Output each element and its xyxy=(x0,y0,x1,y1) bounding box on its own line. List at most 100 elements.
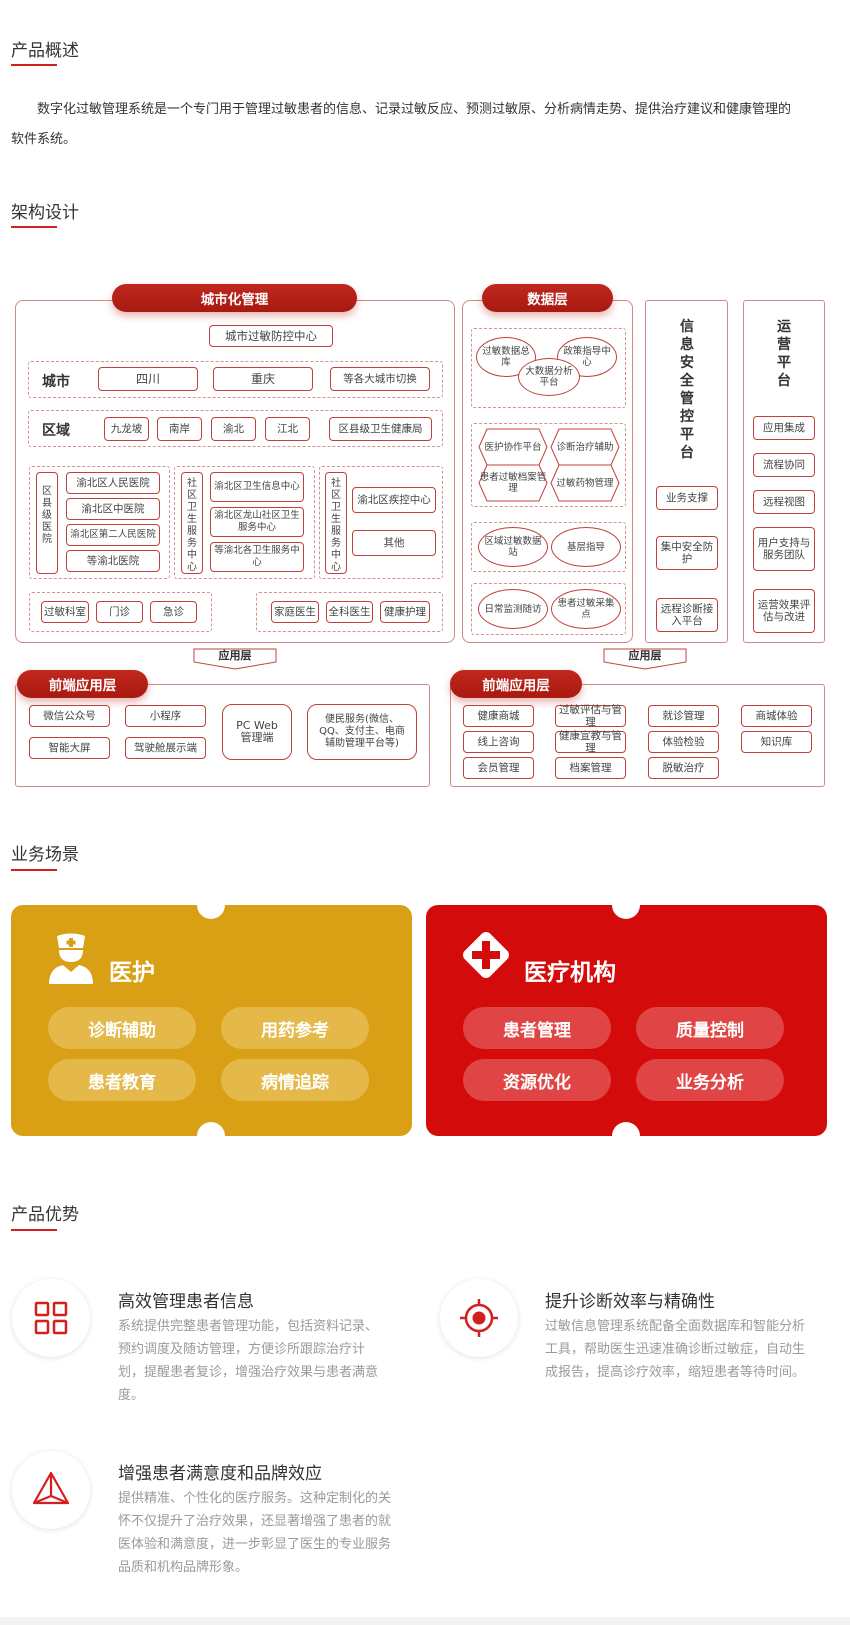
city-management-panel xyxy=(15,300,455,643)
chip-condition-tracking[interactable]: 病情追踪 xyxy=(221,1059,369,1101)
community-center-3: 等渝北各卫生服务中心 xyxy=(210,542,304,572)
scenario-card-nursing: 医护 诊断辅助 用药参考 患者教育 病情追踪 xyxy=(11,891,412,1150)
card-notch-top xyxy=(197,891,225,919)
hex-diagnosis-assist: 诊断治疗辅助 xyxy=(550,428,620,466)
oval-bigdata-platform: 大数据分析平台 xyxy=(518,358,580,396)
dept-outpatient: 门诊 xyxy=(96,601,143,623)
overview-text: 数字化过敏管理系统是一个专门用于管理过敏患者的信息、记录过敏反应、预测过敏原、分… xyxy=(11,102,792,147)
app-layer-right: 应用层 xyxy=(603,648,687,670)
community-group xyxy=(174,466,315,579)
region-row-label: 区域 xyxy=(42,423,70,439)
data-hex-group xyxy=(471,423,626,507)
community-label-2: 社区卫生服务中心 xyxy=(331,478,341,573)
dept-emergency: 急诊 xyxy=(150,601,197,623)
advantages-title-underline xyxy=(11,1229,57,1231)
advantage-1-text: 系统提供完整患者管理功能，包括资料记录、预约调度及随访管理，方便诊所跟踪治疗计划… xyxy=(118,1319,379,1403)
city-chongqing: 重庆 xyxy=(213,367,313,391)
city-sichuan: 四川 xyxy=(98,367,198,391)
scenarios-title-underline xyxy=(11,869,57,871)
frontend-cockpit: 驾驶舱展示端 xyxy=(125,737,206,759)
frontend-wechat: 微信公众号 xyxy=(29,705,110,727)
security-remote-diagnosis: 远程诊断接入平台 xyxy=(656,598,718,632)
oval-grassroots-guide: 基层指导 xyxy=(551,527,621,567)
data-mid-group xyxy=(471,522,626,572)
region-nanan: 南岸 xyxy=(157,417,202,441)
app-layer-left: 应用层 xyxy=(193,648,277,670)
community-label: 社区卫生服务中心 xyxy=(187,478,197,573)
oval-regional-station: 区域过敏数据站 xyxy=(478,527,548,567)
advantage-1-title: 高效管理患者信息 xyxy=(118,1292,254,1312)
chip-resource-optimize[interactable]: 资源优化 xyxy=(463,1059,611,1101)
scenario-card-institution: 医疗机构 患者管理 质量控制 资源优化 业务分析 xyxy=(426,891,827,1150)
hospital-level-label: 区县级医院 xyxy=(42,486,52,545)
scenarios-title: 业务场景 xyxy=(11,845,79,865)
chip-business-analysis[interactable]: 业务分析 xyxy=(636,1059,784,1101)
cdc-yubei: 渝北区疾控中心 xyxy=(352,487,436,513)
security-platform-title: 信息安全管控平台 xyxy=(680,319,694,461)
advantages-title: 产品优势 xyxy=(11,1205,79,1225)
region-health-bureau: 区县级卫生健康局 xyxy=(329,417,432,441)
overview-title: 产品概述 xyxy=(11,41,79,61)
hospital-1: 渝北区人民医院 xyxy=(66,472,160,494)
cdc-group xyxy=(319,466,443,579)
nurse-icon xyxy=(49,933,93,984)
hospital-3: 渝北区第二人民医院 xyxy=(66,524,160,546)
region-jiulongpo: 九龙坡 xyxy=(104,417,149,441)
grid-icon xyxy=(34,1301,68,1335)
ops-evaluation: 运营效果评估与改进 xyxy=(753,589,815,633)
oval-allergy-database: 过敏数据总库 xyxy=(476,337,536,377)
fr-desensitization: 脱敏治疗 xyxy=(648,757,719,779)
fr-visit-mgmt: 就诊管理 xyxy=(648,705,719,727)
community-label-box xyxy=(181,472,203,574)
chip-quality-control[interactable]: 质量控制 xyxy=(636,1007,784,1049)
security-business-support: 业务支撑 xyxy=(656,486,718,510)
hospital-level-box xyxy=(36,472,58,574)
medical-cross-icon xyxy=(463,932,509,978)
fr-member-mgmt: 会员管理 xyxy=(463,757,534,779)
hospital-group xyxy=(29,466,170,579)
fr-allergy-assessment: 过敏评估与管理 xyxy=(555,704,626,728)
cdc-other: 其他 xyxy=(352,530,436,556)
operations-platform-title: 运营平台 xyxy=(777,319,791,389)
card-notch-top xyxy=(612,891,640,919)
ops-process-collab: 流程协同 xyxy=(753,453,815,477)
community-label-2-box xyxy=(325,472,347,574)
fr-mall-experience: 商城体验 xyxy=(741,705,812,727)
advantage-3-title: 增强患者满意度和品牌效应 xyxy=(118,1464,322,1484)
frontend-left-tab: 前端应用层 xyxy=(17,670,148,698)
frontend-pc-web: PC Web管理端 xyxy=(222,704,292,760)
advantage-1-icon-circle xyxy=(12,1279,90,1357)
nursing-card-title: 医护 xyxy=(109,960,155,986)
security-central-protection: 集中安全防护 xyxy=(656,536,718,570)
oval-daily-monitoring: 日常监测随访 xyxy=(478,589,548,629)
department-group xyxy=(29,592,212,632)
city-row xyxy=(28,361,443,398)
chip-patient-mgmt[interactable]: 患者管理 xyxy=(463,1007,611,1049)
advantage-3-text: 提供精准、个性化的医疗服务。这种定制化的关怀不仅提升了治疗效果，还显著增强了患者… xyxy=(118,1491,392,1575)
region-yubei: 渝北 xyxy=(211,417,256,441)
frontend-right-tab: 前端应用层 xyxy=(450,670,582,698)
data-top-group xyxy=(471,328,626,408)
chip-medication-ref[interactable]: 用药参考 xyxy=(221,1007,369,1049)
fr-online-consult: 线上咨询 xyxy=(463,731,534,753)
prism-icon xyxy=(32,1471,70,1505)
chip-patient-education[interactable]: 患者教育 xyxy=(48,1059,196,1101)
dept-allergy: 过敏科室 xyxy=(41,601,89,623)
frontend-miniprogram: 小程序 xyxy=(125,705,206,727)
architecture-title-underline xyxy=(11,226,57,228)
oval-collection-point: 患者过敏采集点 xyxy=(551,589,621,629)
page-footer-strip xyxy=(0,1617,850,1625)
hospital-2: 渝北区中医院 xyxy=(66,498,160,520)
community-center-1: 渝北区卫生信息中心 xyxy=(210,472,304,502)
city-allergy-center: 城市过敏防控中心 xyxy=(209,325,333,347)
architecture-title: 架构设计 xyxy=(11,203,79,223)
hex-patient-records: 患者过敏档案管理 xyxy=(478,464,548,502)
advantage-3-icon-circle xyxy=(12,1451,90,1529)
card-notch-bottom xyxy=(612,1122,640,1150)
region-row xyxy=(28,410,443,447)
ops-user-support: 用户支持与服务团队 xyxy=(753,527,815,571)
city-management-tab: 城市化管理 xyxy=(112,284,357,312)
ops-app-integration: 应用集成 xyxy=(753,416,815,440)
chip-diagnosis-assist[interactable]: 诊断辅助 xyxy=(48,1007,196,1049)
institution-card-title: 医疗机构 xyxy=(524,960,616,986)
